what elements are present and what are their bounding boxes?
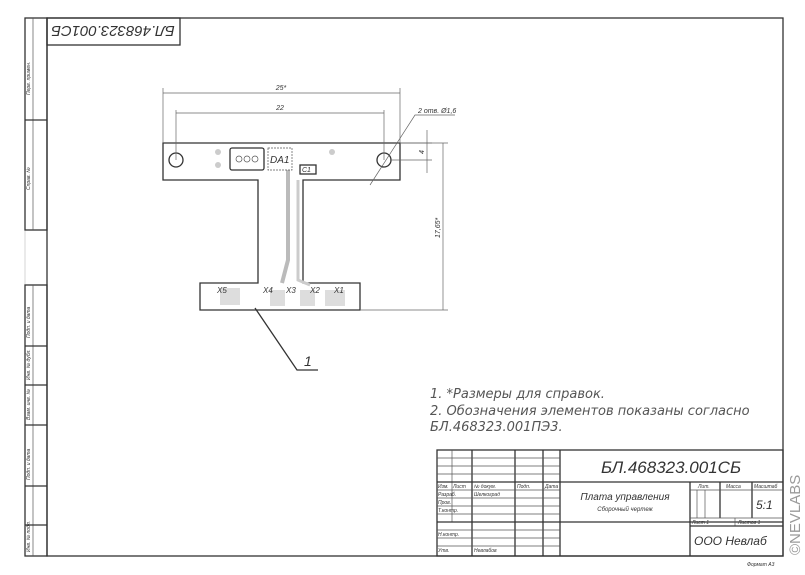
strip-label: Инв. № подл.	[26, 521, 32, 552]
tb-developer-name: Шелкоград	[474, 492, 500, 498]
dimensions: 25* 22 2 отв. Ø1,6 4 17,65* 1	[162, 85, 456, 371]
label-da1: DA1	[270, 155, 289, 166]
dim-holes-note: 2 отв. Ø1,6	[417, 108, 456, 115]
tb-header: Лист	[452, 484, 466, 490]
tb-mass-label: Масса	[726, 484, 741, 490]
tb-role: Разраб.	[438, 492, 456, 498]
note-2-cont: БЛ.468323.001ПЭ3.	[430, 420, 563, 435]
tb-scale-value: 5:1	[756, 498, 773, 512]
connector-footprint	[229, 147, 265, 171]
dim-height: 17,65*	[435, 217, 442, 238]
strip-label: Подп. и дата	[26, 306, 32, 338]
tb-role: Н.контр.	[438, 532, 459, 538]
pcb-outline	[162, 142, 401, 311]
dim-hole-offset: 4	[419, 150, 426, 154]
tb-subtitle: Сборочный чертеж	[597, 506, 653, 513]
rotated-document-code: БЛ.468323.001СБ	[51, 22, 175, 39]
strip-label: Справ. №	[26, 167, 32, 190]
tb-approver-name: Невлабов	[474, 548, 497, 554]
pad-label: X2	[309, 286, 320, 295]
pad-label: X4	[262, 286, 273, 295]
strip-label: Взам. инв. №	[26, 388, 32, 420]
title-block	[436, 449, 784, 557]
tb-role: Утв.	[438, 548, 449, 554]
tb-lit-label: Лит.	[697, 484, 710, 490]
tb-sheets: Листов 1	[737, 520, 761, 526]
dim-hole-spacing: 22	[275, 105, 284, 112]
note-1: 1. *Размеры для справок.	[430, 387, 605, 402]
pcb-drawing: DA1 C1 X5 X4 X3 X2 X1	[162, 142, 401, 311]
pad-label: X5	[216, 286, 227, 295]
tb-format: Формат А3	[747, 562, 775, 568]
tb-scale-label: Масштаб	[754, 484, 778, 490]
strip-label: Перв. примен.	[26, 62, 32, 95]
strip-label: Подп. и дата	[26, 448, 32, 480]
tb-header: № докум.	[474, 484, 496, 490]
tb-document-code: БЛ.468323.001СБ	[601, 458, 741, 477]
tb-role: Пров.	[438, 500, 451, 506]
callout-number: 1	[304, 353, 312, 369]
strip-label: Инв. № дубл.	[26, 349, 32, 380]
pad-label: X3	[285, 286, 296, 295]
watermark: ©NEVLABS	[787, 475, 804, 555]
tb-company: ООО Невлаб	[694, 534, 768, 548]
tb-role: Т.контр.	[438, 508, 458, 514]
note-2: 2. Обозначения элементов показаны соглас…	[430, 404, 750, 419]
rotated-code-box	[46, 17, 181, 46]
tb-title: Плата управления	[580, 492, 670, 503]
tb-header: Подп.	[517, 484, 530, 490]
dim-overall-width: 25*	[275, 85, 287, 92]
tb-header: Дата	[544, 484, 558, 490]
label-c1: C1	[302, 167, 311, 174]
tb-sheet: Лист 1	[691, 520, 709, 526]
tb-header: Изм.	[438, 484, 449, 490]
left-strip: Перв. примен. Справ. № Подп. и дата Инв.…	[24, 17, 48, 557]
pad-label: X1	[333, 286, 344, 295]
